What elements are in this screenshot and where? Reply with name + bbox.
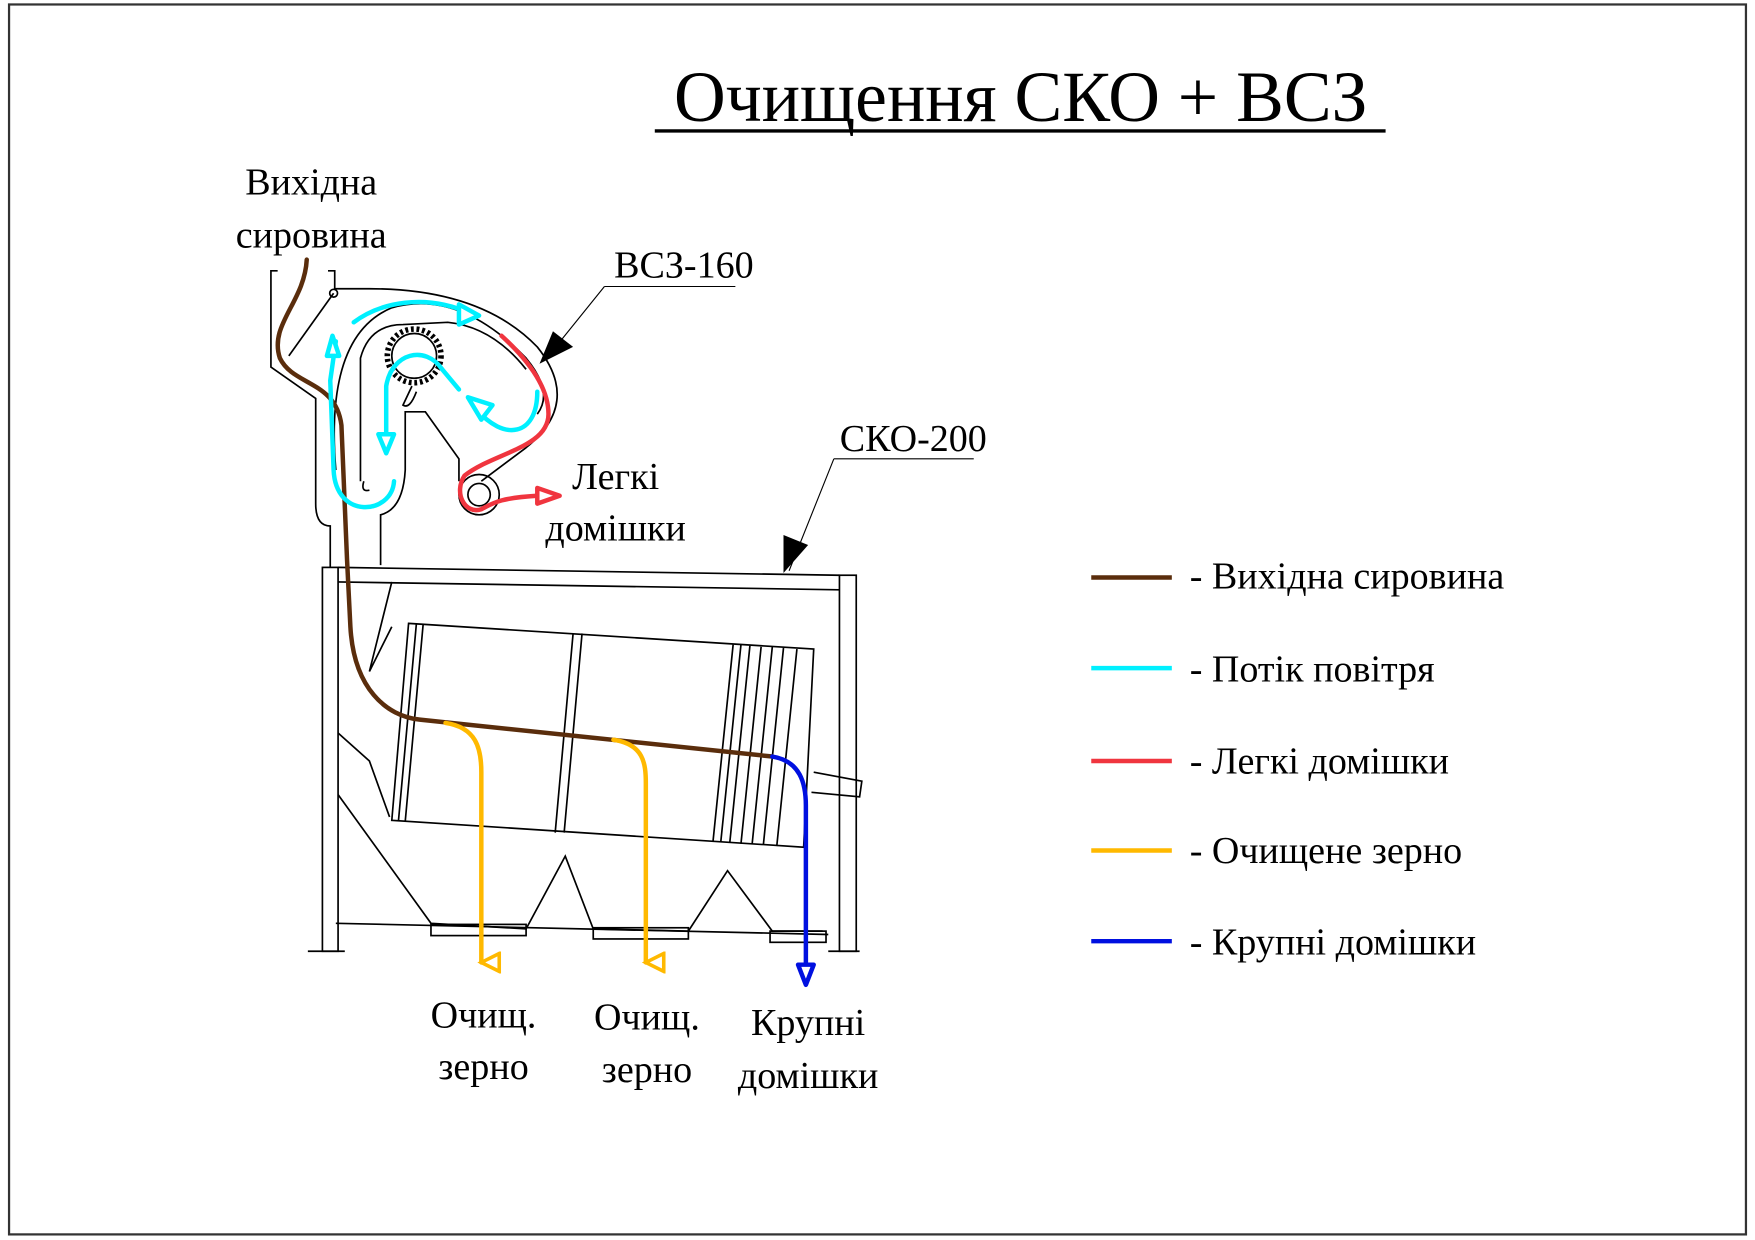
- leader-sko200: [783, 458, 974, 573]
- output3-label-1: Крупні: [751, 1002, 865, 1044]
- light-label-2: домішки: [545, 508, 685, 550]
- legend-label-light: - Легкі домішки: [1190, 740, 1449, 782]
- legend-label-clean: - Очищене зерно: [1190, 830, 1462, 872]
- legend-label-raw: - Вихідна сировина: [1190, 556, 1505, 598]
- separator-label: ВСЗ-160: [614, 245, 754, 287]
- legend-label-coarse: - Крупні домішки: [1190, 922, 1476, 964]
- cleaner-sko200-drawing: [307, 566, 863, 953]
- flow-coarse-impurities: [770, 754, 816, 988]
- flow-light-impurities: [457, 333, 562, 513]
- legend-label-air: - Потік повітря: [1190, 649, 1435, 691]
- cleaner-label: СКО-200: [840, 418, 987, 460]
- input-label-2: сировина: [236, 214, 387, 256]
- flow-raw-material: [275, 257, 775, 759]
- page-title: Очищення СКО + ВСЗ: [674, 58, 1368, 137]
- output2-label-1: Очищ.: [594, 997, 700, 1039]
- leader-vsz160: [539, 285, 736, 364]
- light-label-1: Легкі: [572, 456, 659, 498]
- page-border: [7, 3, 1748, 1236]
- flow-air: [324, 299, 540, 510]
- output1-label-1: Очищ.: [431, 994, 537, 1036]
- output1-label-2: зерно: [438, 1046, 528, 1088]
- output2-label-2: зерно: [602, 1049, 692, 1091]
- input-label-1: Вихідна: [245, 162, 377, 204]
- flow-clean-grain: [443, 720, 646, 962]
- separator-vsz160-drawing: [270, 269, 558, 568]
- legend: - Вихідна сировина - Потік повітря - Лег…: [1091, 556, 1504, 964]
- output3-label-2: домішки: [738, 1055, 878, 1097]
